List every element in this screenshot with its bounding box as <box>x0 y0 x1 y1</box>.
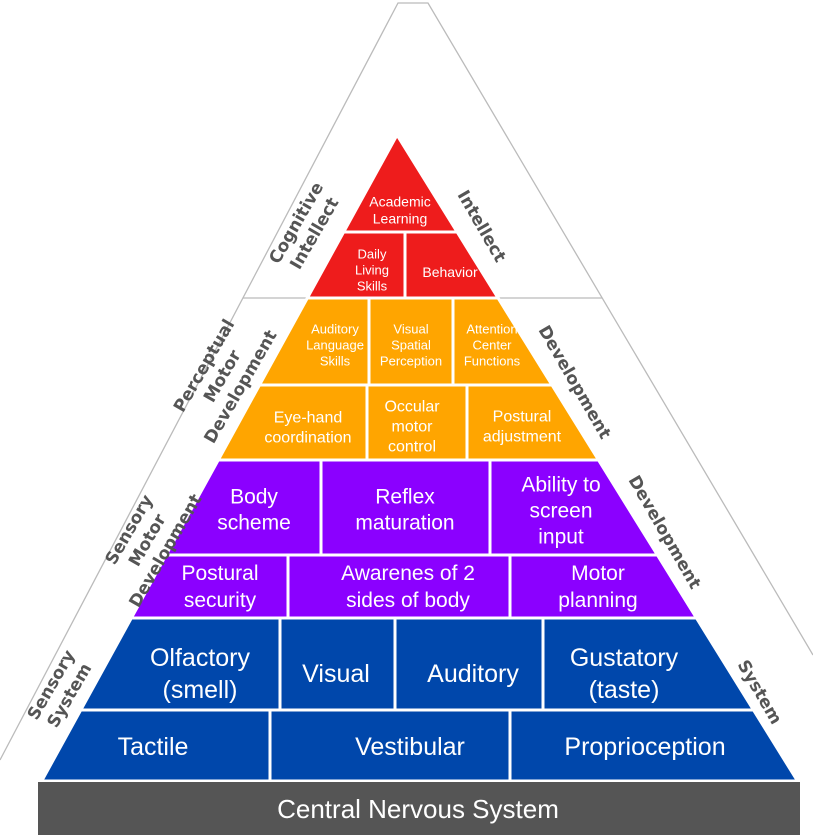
label-daily-living-skills-line: Skills <box>357 279 388 294</box>
label-ability-screen-input-line: screen <box>529 499 592 522</box>
label-motor-planning-line: planning <box>558 589 637 612</box>
label-auditory-language-line: Language <box>306 338 364 353</box>
base-bar <box>38 782 800 835</box>
label-postural-adjustment-line: adjustment <box>483 429 562 446</box>
label-auditory: Auditory <box>427 660 519 688</box>
label-postural-adjustment-line: Postural <box>493 409 552 426</box>
label-auditory-line: Auditory <box>427 660 519 688</box>
label-visual-spatial-line: Perception <box>380 354 442 369</box>
label-postural-security: Postural security <box>181 562 258 612</box>
label-occular-motor: Occular motor control <box>384 399 440 456</box>
label-proprioception-line: Proprioception <box>564 733 725 761</box>
label-occular-motor-line: motor <box>392 419 434 436</box>
outer-triangle-outline <box>0 2 813 761</box>
label-awareness-sides: Awarenes of 2 sides of body <box>341 562 475 612</box>
label-attention-center-line: Attention <box>466 322 517 337</box>
label-awareness-sides-line: sides of body <box>346 589 470 612</box>
label-behavior: Behavior <box>422 264 478 280</box>
label-visual: Visual <box>302 660 370 688</box>
label-olfactory: Olfactory (smell) <box>150 644 251 704</box>
label-vestibular: Vestibular <box>355 733 465 761</box>
label-postural-adjustment: Postural adjustment <box>483 409 562 446</box>
label-ability-screen-input-line: Ability to <box>521 473 600 496</box>
label-gustatory-line: Gustatory <box>570 644 679 672</box>
label-auditory-language-line: Auditory <box>311 322 359 337</box>
label-occular-motor-line: control <box>388 439 436 456</box>
label-reflex-maturation-line: maturation <box>355 511 454 534</box>
label-postural-security-line: Postural <box>181 562 258 585</box>
label-vestibular-line: Vestibular <box>355 733 465 761</box>
label-academic-learning-line: Academic <box>369 193 430 209</box>
label-proprioception: Proprioception <box>564 733 725 761</box>
label-eye-hand: Eye-hand coordination <box>264 410 351 447</box>
label-body-scheme-line: scheme <box>217 511 291 534</box>
label-reflex-maturation-line: Reflex <box>375 485 435 508</box>
label-gustatory-line: (taste) <box>589 676 660 704</box>
label-reflex-maturation: Reflex maturation <box>355 485 454 534</box>
label-ability-screen-input: Ability to screen input <box>521 473 600 548</box>
label-body-scheme: Body scheme <box>217 485 291 534</box>
label-motor-planning-line: Motor <box>571 562 625 585</box>
label-visual-spatial-line: Visual <box>393 322 428 337</box>
label-attention-center-line: Center <box>472 338 512 353</box>
label-eye-hand-line: Eye-hand <box>274 410 343 427</box>
label-academic-learning-line: Learning <box>373 210 428 226</box>
label-attention-center-line: Functions <box>464 354 521 369</box>
label-daily-living-skills-line: Daily <box>358 247 387 262</box>
label-olfactory-line: Olfactory <box>150 644 251 672</box>
label-motor-planning: Motor planning <box>558 562 637 612</box>
base-label: Central Nervous System <box>277 794 559 824</box>
label-body-scheme-line: Body <box>230 485 278 508</box>
label-daily-living-skills-line: Living <box>355 263 389 278</box>
label-behavior-line: Behavior <box>422 264 478 280</box>
label-gustatory: Gustatory (taste) <box>570 644 679 704</box>
label-tactile-line: Tactile <box>118 733 189 761</box>
label-eye-hand-line: coordination <box>264 430 351 447</box>
label-visual-spatial-line: Spatial <box>391 338 431 353</box>
label-olfactory-line: (smell) <box>163 676 238 704</box>
label-occular-motor-line: Occular <box>384 399 440 416</box>
label-ability-screen-input-line: input <box>538 525 584 548</box>
cell-proprioception <box>508 708 801 783</box>
label-awareness-sides-line: Awarenes of 2 <box>341 562 475 585</box>
label-postural-security-line: security <box>184 589 257 612</box>
label-auditory-language-line: Skills <box>320 354 351 369</box>
label-tactile: Tactile <box>118 733 189 761</box>
label-visual-line: Visual <box>302 660 370 688</box>
